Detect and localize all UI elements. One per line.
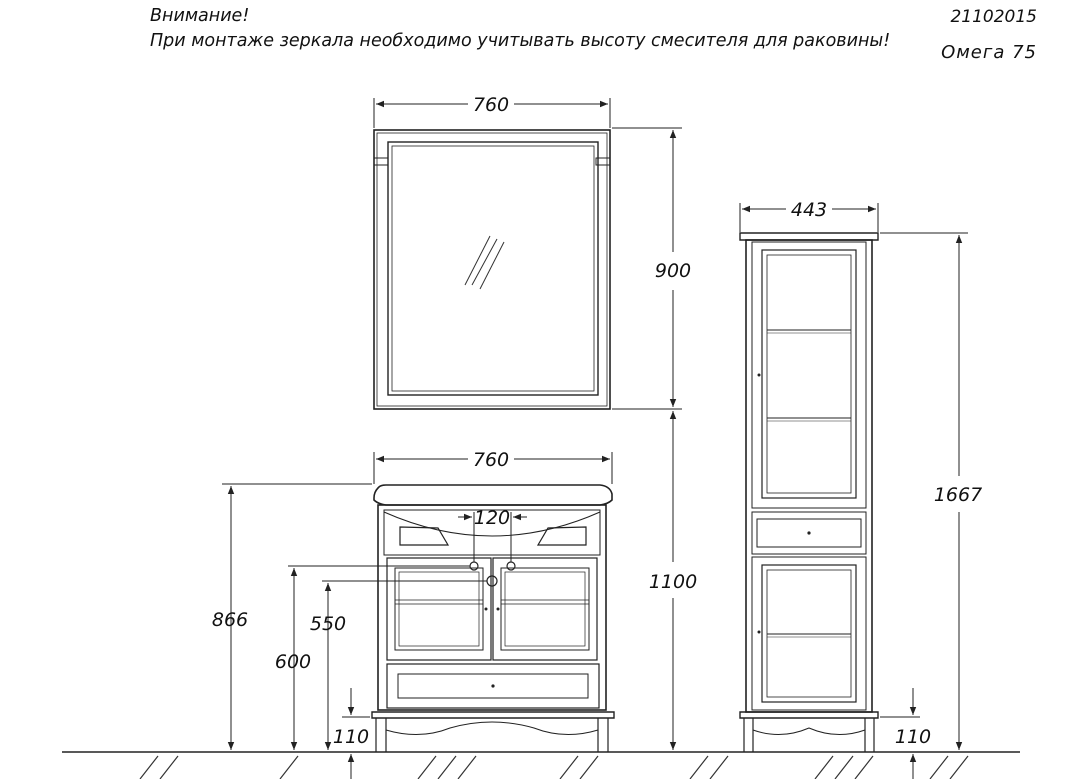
vanity-unit bbox=[371, 484, 615, 752]
model-name: Омега 75 bbox=[941, 42, 1037, 63]
cabinet-width-dimension bbox=[739, 203, 879, 232]
cabinet-width-label: 443 bbox=[791, 199, 827, 221]
warning-text: При монтаже зеркала необходимо учитывать… bbox=[150, 31, 891, 51]
inlet-550-label: 550 bbox=[310, 613, 346, 635]
mirror-mount-height-label: 1100 bbox=[649, 571, 697, 593]
mirror bbox=[373, 129, 611, 410]
cabinet-leg-dimension bbox=[880, 688, 920, 779]
cabinet-leg-label: 110 bbox=[895, 726, 931, 748]
warning-title: Внимание! bbox=[150, 6, 250, 26]
tall-cabinet bbox=[739, 232, 879, 752]
cabinet-height-dimension bbox=[880, 232, 968, 750]
vanity-leg-label: 110 bbox=[333, 726, 369, 748]
floor-line bbox=[62, 751, 1020, 779]
vanity-width-label: 760 bbox=[473, 449, 509, 471]
vanity-height-dimension bbox=[222, 483, 372, 750]
document-code: 21102015 bbox=[950, 7, 1037, 27]
vanity-height-label: 866 bbox=[212, 609, 248, 631]
mirror-width-dimension bbox=[373, 98, 611, 128]
inlet-600-label: 600 bbox=[275, 651, 311, 673]
tap-spacing-dimension bbox=[458, 512, 527, 562]
mirror-width-label: 760 bbox=[473, 94, 509, 116]
mirror-height-label: 900 bbox=[655, 260, 691, 282]
tap-spacing-label: 120 bbox=[474, 507, 510, 529]
vanity-leg-dimension bbox=[342, 688, 370, 779]
cabinet-height-label: 1667 bbox=[934, 484, 982, 506]
inlet-550-dimension bbox=[322, 580, 487, 750]
vanity-width-dimension bbox=[373, 452, 613, 484]
mirror-height-dimension bbox=[612, 127, 682, 410]
inlet-600-dimension bbox=[288, 565, 470, 750]
